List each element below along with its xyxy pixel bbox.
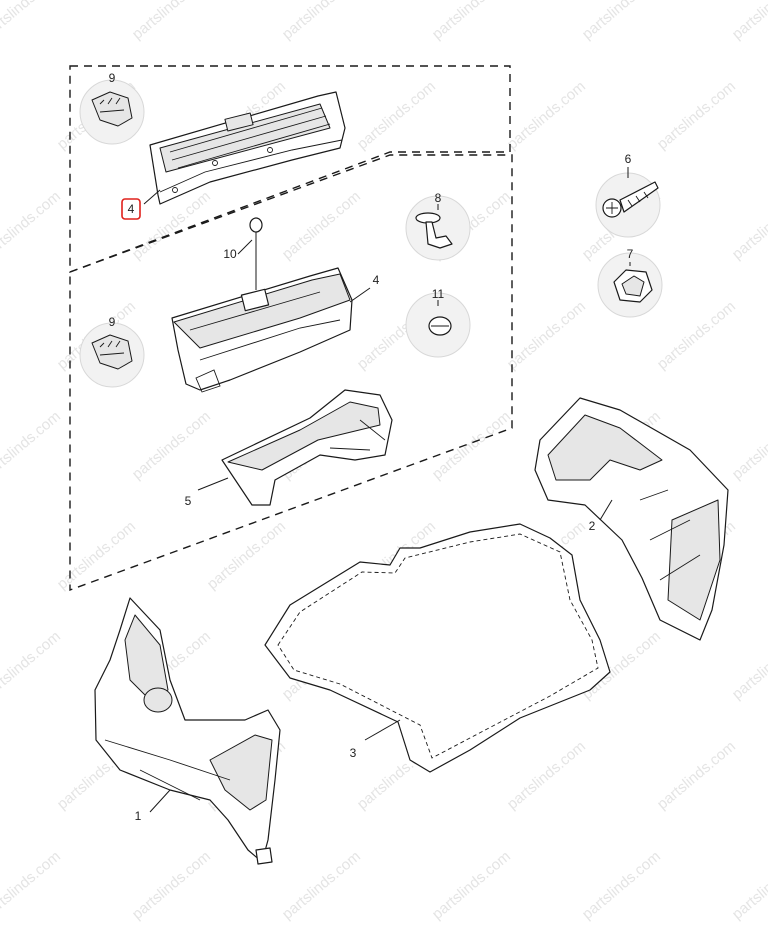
- watermark-text: partslinds.com: [429, 848, 514, 923]
- callout-3: 3: [350, 746, 357, 760]
- watermark-text: partslinds.com: [279, 848, 364, 923]
- group-boundaries: [69, 65, 513, 592]
- callout-9-middle: 9: [109, 315, 116, 329]
- part-2-side-trim[interactable]: [534, 397, 729, 641]
- callout-labels: 9 4 10 4 9 5 8 11 6 7 2 3 1: [109, 71, 634, 823]
- watermark-text: partslinds.com: [429, 0, 514, 43]
- callout-8: 8: [435, 191, 442, 205]
- watermark-text: partslinds.com: [654, 298, 739, 373]
- watermark-text: partslinds.com: [429, 408, 514, 483]
- callout-7: 7: [627, 247, 634, 261]
- watermark-text: partslinds.com: [504, 78, 589, 153]
- part-7-clip[interactable]: [597, 252, 663, 318]
- watermark-text: partslinds.com: [579, 848, 664, 923]
- watermark-text: partslinds.com: [504, 298, 589, 373]
- watermark-text: partslinds.com: [654, 738, 739, 813]
- callout-6: 6: [625, 152, 632, 166]
- part-1-side-trim[interactable]: [94, 597, 281, 865]
- watermark-text: partslinds.com: [279, 188, 364, 263]
- part-6-screw[interactable]: [595, 172, 661, 238]
- part-4-trim-middle[interactable]: [171, 267, 353, 393]
- part-3-floor-carpet[interactable]: [264, 523, 611, 773]
- part-9-clip-middle[interactable]: [79, 322, 145, 388]
- callout-4-top: 4: [128, 202, 135, 216]
- callout-11: 11: [432, 287, 445, 301]
- watermark-text: partslinds.com: [0, 188, 64, 263]
- watermark-text: partslinds.com: [0, 628, 64, 703]
- watermark-text: partslinds.com: [729, 408, 768, 483]
- part-10-clip[interactable]: [249, 217, 263, 290]
- part-8-push-clip[interactable]: [405, 195, 471, 261]
- callout-2: 2: [589, 519, 596, 533]
- part-4-trim-top[interactable]: [149, 91, 346, 205]
- watermark-text: partslinds.com: [204, 518, 289, 593]
- watermark-text: partslinds.com: [54, 518, 139, 593]
- watermark-text: partslinds.com: [729, 188, 768, 263]
- watermark-text: partslinds.com: [354, 78, 439, 153]
- watermark-text: partslinds.com: [129, 0, 214, 43]
- callout-9-top: 9: [109, 71, 116, 85]
- watermark-text: partslinds.com: [0, 848, 64, 923]
- watermark-text: partslinds.com: [0, 408, 64, 483]
- watermark-text: partslinds.com: [279, 0, 364, 43]
- part-5-bracket[interactable]: [221, 389, 393, 506]
- watermark-text: partslinds.com: [729, 848, 768, 923]
- watermark-text: partslinds.com: [0, 0, 64, 43]
- watermark-text: partslinds.com: [129, 848, 214, 923]
- watermark-text: partslinds.com: [729, 0, 768, 43]
- watermark-text: partslinds.com: [579, 0, 664, 43]
- callout-10: 10: [223, 247, 237, 261]
- callout-4-middle: 4: [373, 273, 380, 287]
- watermark-text: partslinds.com: [654, 78, 739, 153]
- watermark-text: partslinds.com: [129, 408, 214, 483]
- part-9-clip-top[interactable]: [79, 79, 145, 145]
- watermark-text: partslinds.com: [504, 738, 589, 813]
- callout-1: 1: [135, 809, 142, 823]
- callout-5: 5: [185, 494, 192, 508]
- part-11-cap[interactable]: [405, 292, 471, 358]
- watermark-text: partslinds.com: [729, 628, 768, 703]
- leader-lines: [143, 167, 631, 813]
- callout-highlight-box: [121, 198, 141, 220]
